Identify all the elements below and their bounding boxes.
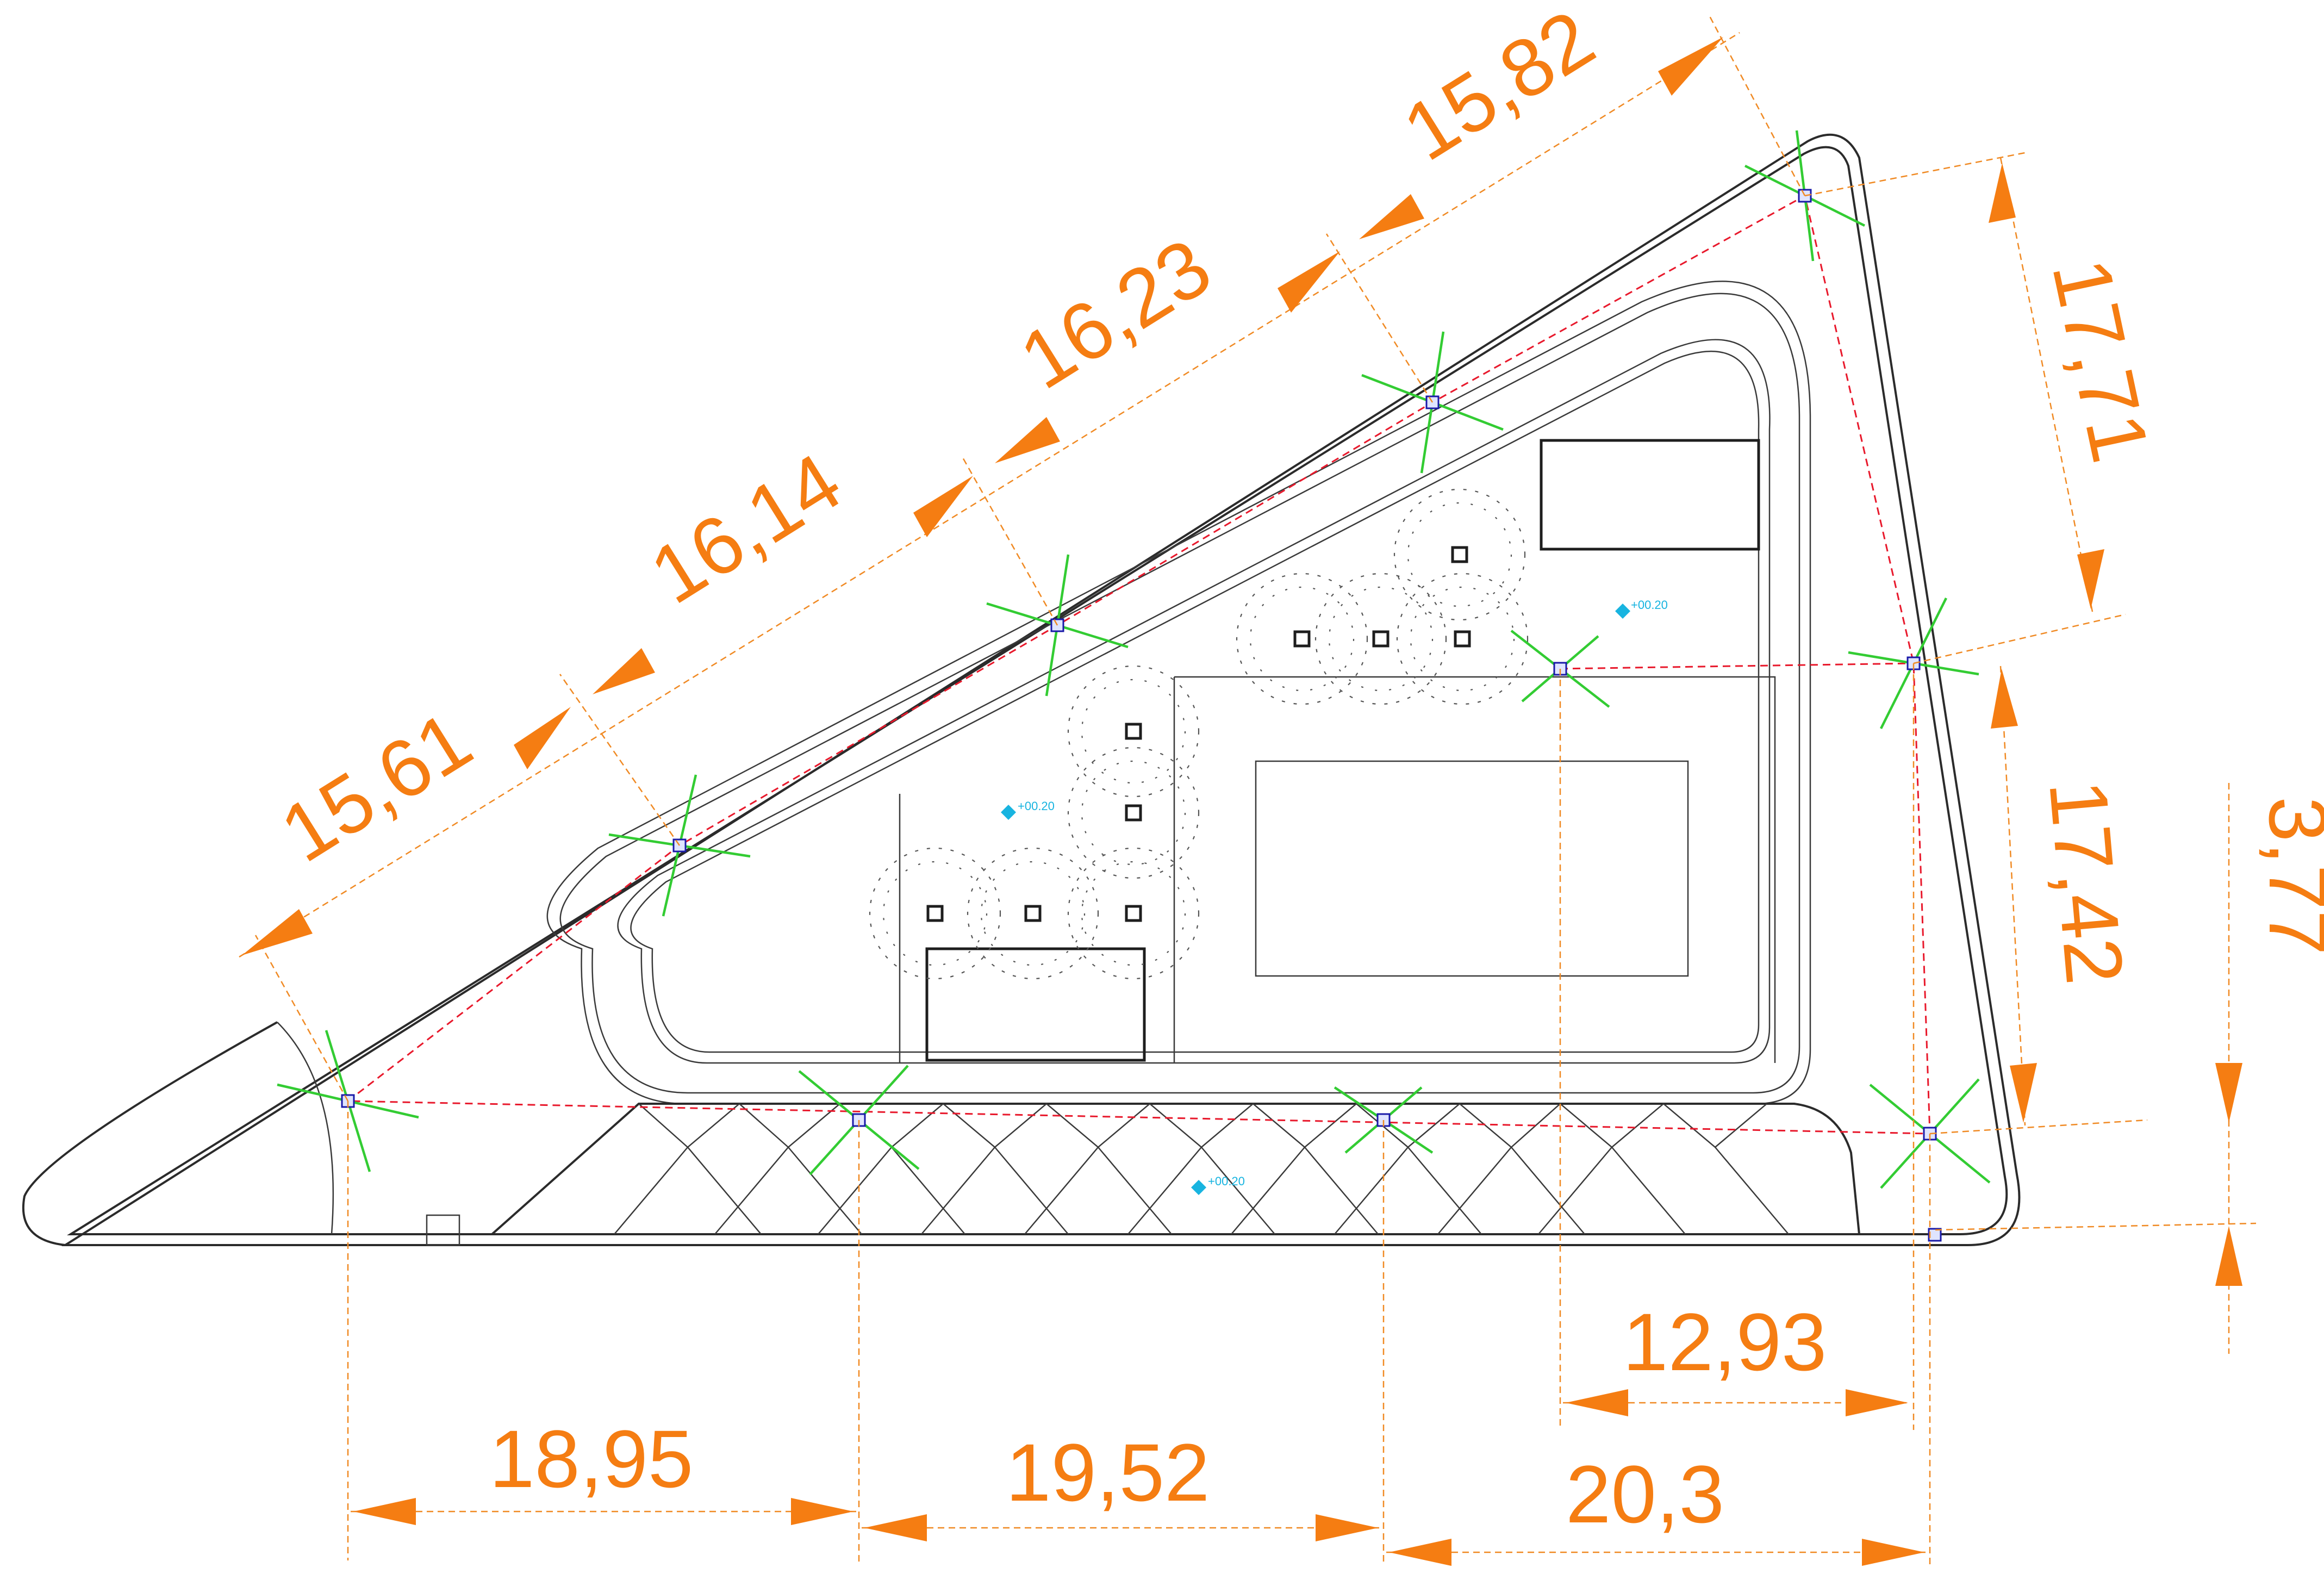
- boundary-line: [347, 194, 1931, 1135]
- trees: [869, 488, 1529, 980]
- dim-diag-1: 15,61: [265, 694, 487, 879]
- svg-text:+00.20: +00.20: [1208, 1174, 1245, 1188]
- dim-diag-4: 15,82: [1388, 0, 1609, 178]
- dimension-lines: [239, 16, 2257, 1566]
- level-marker-2: +00.20: [1001, 799, 1055, 820]
- svg-text:+00.20: +00.20: [1631, 598, 1668, 612]
- dim-right-3: 3,77: [2252, 797, 2324, 955]
- dim-right-2: 17,42: [2032, 776, 2141, 988]
- parking-strip: [426, 1103, 1860, 1246]
- dim-bottom-1: 18,95: [489, 1413, 693, 1504]
- site-outline: [22, 133, 2021, 1246]
- level-markers: +00.20 +00.20 +00.20: [1001, 598, 1668, 1195]
- dim-diag-3: 16,23: [1005, 221, 1226, 406]
- dim-bottom-3: 20,3: [1566, 1448, 1724, 1540]
- inner-road: [546, 281, 1811, 1105]
- level-marker-3: +00.20: [1191, 1174, 1245, 1195]
- dimension-arrows: [242, 37, 2242, 1566]
- dimension-labels: 15,61 16,14 16,23 15,82 17,71 17,42 3,77…: [265, 0, 2324, 1540]
- buildings: [899, 439, 1776, 1063]
- level-marker-1: +00.20: [1615, 598, 1668, 619]
- dim-bottom-4: 12,93: [1623, 1296, 1827, 1388]
- dim-diag-2: 16,14: [635, 436, 856, 621]
- dim-bottom-2: 19,52: [1006, 1427, 1210, 1518]
- dim-right-1: 17,71: [2035, 251, 2167, 470]
- boundary-line-inner: [1560, 662, 1914, 670]
- svg-text:+00.20: +00.20: [1018, 799, 1055, 813]
